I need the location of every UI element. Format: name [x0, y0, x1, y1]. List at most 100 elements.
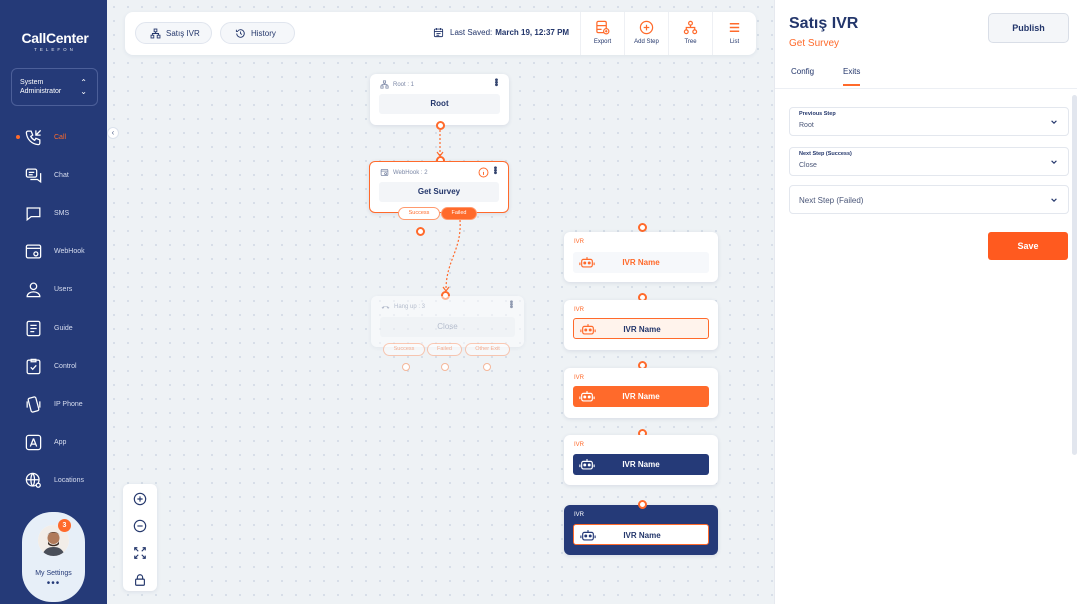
zoom-out-button[interactable] [123, 513, 157, 538]
tree-icon [380, 80, 389, 89]
hangup-node[interactable]: Hang up : 3 ••• Close [371, 296, 524, 347]
sidebar-item-webhook[interactable]: WebHook [0, 233, 107, 271]
ivr-name-field: IVR Name [573, 454, 709, 475]
ivr-input-port[interactable] [638, 223, 647, 232]
more-icon: ••• [46, 578, 61, 589]
step-detail-panel: Satış IVR Get Survey Publish Config Exit… [774, 0, 1077, 604]
sidebar-item-locations[interactable]: Locations [0, 462, 107, 500]
ivr-node[interactable]: IVR IVR Name [564, 505, 718, 555]
ivr-node[interactable]: IVR IVR Name [564, 368, 718, 418]
node-header: Hang up : 3 [381, 302, 425, 311]
sidebar-item-ip-phone[interactable]: IP Phone [0, 385, 107, 423]
ivr-type-label: IVR [574, 512, 585, 518]
history-label: History [251, 28, 276, 38]
other-output-port[interactable] [483, 363, 491, 371]
sidebar-item-control[interactable]: Control [0, 347, 107, 385]
app-logo[interactable]: CallCenter TELEFON [20, 30, 90, 52]
kebab-menu-icon[interactable]: ••• [505, 300, 516, 308]
success-output-port[interactable] [416, 227, 425, 236]
ivr-input-port[interactable] [638, 500, 647, 509]
hangup-header-text: Hang up : 3 [394, 303, 426, 310]
panel-scrollbar[interactable] [1072, 95, 1077, 455]
ip-phone-icon [26, 396, 41, 413]
previous-step-select[interactable]: Previous Step Root [789, 107, 1069, 136]
ivr-name: IVR Name [623, 325, 661, 334]
add-step-button[interactable]: Add Step [624, 12, 668, 55]
lock-icon [135, 573, 145, 586]
other-exit-tag[interactable]: Other Exit [465, 343, 510, 356]
sidebar-nav: Call Chat SMS WebHook Users Guide Contro… [0, 118, 107, 500]
node-header: Root : 1 [380, 80, 414, 89]
sidebar-item-call[interactable]: Call [0, 118, 107, 156]
sidebar-item-app[interactable]: App [0, 424, 107, 462]
ivr-node[interactable]: IVR IVR Name [564, 435, 718, 485]
history-button[interactable]: History [220, 22, 295, 44]
export-icon [596, 20, 610, 35]
plus-circle-icon [639, 20, 654, 35]
sidebar-item-users[interactable]: Users [0, 271, 107, 309]
ivr-name: IVR Name [623, 531, 661, 540]
history-icon [235, 28, 245, 38]
root-title: Root [379, 94, 500, 114]
export-button[interactable]: Export [580, 12, 624, 55]
robot-icon [580, 324, 596, 335]
root-node[interactable]: Root : 1 ••• Root [370, 74, 509, 125]
success-output-port[interactable] [402, 363, 410, 371]
sidebar-item-guide[interactable]: Guide [0, 309, 107, 347]
zoom-in-icon [133, 492, 147, 505]
collapse-sidebar-button[interactable]: ‹ [107, 127, 119, 139]
ivr-name-field: IVR Name [573, 318, 709, 339]
zoom-in-button[interactable] [123, 486, 157, 511]
tab-exits[interactable]: Exits [843, 67, 861, 86]
sidebar-item-label: Call [54, 133, 67, 141]
ivr-name: IVR Name [622, 392, 660, 401]
zoom-controls [123, 484, 157, 591]
tab-config[interactable]: Config [791, 67, 815, 76]
root-output-port[interactable] [436, 121, 445, 130]
fit-view-button[interactable] [123, 540, 157, 565]
failed-exit-tag[interactable]: Failed [427, 343, 462, 356]
chevron-updown-icon: ⌃⌄ [80, 78, 87, 96]
my-settings-button[interactable]: 3 My Settings ••• [22, 512, 85, 602]
panel-tabs: Config Exits [775, 62, 1077, 89]
ivr-type-label: IVR [574, 307, 585, 313]
sidebar-item-sms[interactable]: SMS [0, 194, 107, 232]
control-icon [26, 358, 41, 374]
success-exit-tag[interactable]: Success [398, 207, 440, 220]
my-settings-label: My Settings [35, 570, 72, 577]
lock-button[interactable] [123, 567, 157, 592]
sidebar-item-label: App [54, 439, 67, 447]
hang-up-icon [381, 305, 390, 309]
kebab-menu-icon[interactable]: ••• [490, 78, 501, 86]
kebab-menu-icon[interactable]: ••• [489, 166, 500, 174]
logo-text: CallCenter [21, 30, 89, 46]
failed-exit-tag[interactable]: Failed [441, 207, 477, 220]
next-step-failed-select[interactable]: Next Step (Failed) [789, 185, 1069, 214]
save-button[interactable]: Save [988, 232, 1068, 260]
notification-badge: 3 [58, 519, 71, 532]
success-exit-tag[interactable]: Success [383, 343, 425, 356]
ivr-node[interactable]: IVR IVR Name [564, 300, 718, 350]
previous-step-label: Previous Step [799, 111, 836, 117]
ivr-node[interactable]: IVR IVR Name [564, 232, 718, 282]
last-saved: Last Saved: March 19, 12:37 PM [433, 27, 569, 38]
robot-icon [579, 257, 595, 268]
webhook-node[interactable]: WebHook : 2 ••• Get Survey [369, 161, 509, 213]
active-indicator [16, 135, 20, 139]
flow-name-button[interactable]: Satış IVR [135, 22, 212, 44]
list-view-button[interactable]: List [712, 12, 756, 55]
node-header: WebHook : 2 [380, 168, 428, 177]
sidebar-item-label: Locations [54, 477, 84, 485]
ivr-name-field: IVR Name [573, 386, 709, 407]
tree-view-button[interactable]: Tree [668, 12, 712, 55]
sidebar-item-chat[interactable]: Chat [0, 156, 107, 194]
sidebar-item-label: Guide [54, 324, 73, 332]
failed-output-port[interactable] [441, 363, 449, 371]
hangup-title: Close [380, 317, 515, 337]
logo-subtext: TELEFON [34, 47, 76, 52]
last-saved-value: March 19, 12:37 PM [495, 28, 570, 37]
next-step-success-select[interactable]: Next Step (Success) Close [789, 147, 1069, 176]
role-selector[interactable]: System Administrator ⌃⌄ [11, 68, 98, 106]
info-icon[interactable] [478, 167, 489, 178]
publish-button[interactable]: Publish [988, 13, 1069, 43]
